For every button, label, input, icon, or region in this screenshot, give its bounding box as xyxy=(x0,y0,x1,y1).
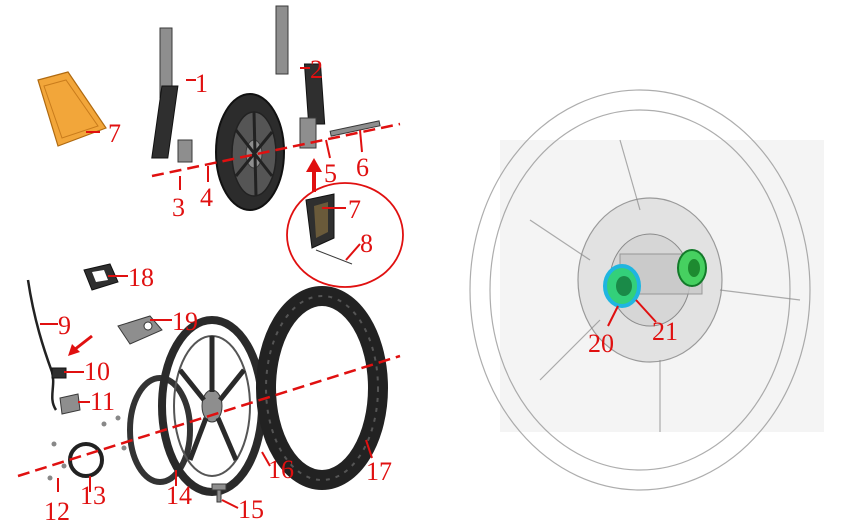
callout-21: 21 xyxy=(652,317,678,346)
callout-8: 8 xyxy=(360,229,373,258)
transparent-wheel-view xyxy=(469,89,824,491)
callout-13: 13 xyxy=(80,481,106,510)
fork-leg-right xyxy=(275,5,326,149)
leader-20 xyxy=(607,305,619,327)
callout-11: 11 xyxy=(90,387,115,416)
callout-2: 2 xyxy=(310,55,323,84)
callout-7-detail: 7 xyxy=(348,195,361,224)
bracket-part xyxy=(117,315,163,345)
reflector-part xyxy=(37,71,107,147)
bearing-21 xyxy=(677,249,707,287)
upper-axle-axis xyxy=(151,122,401,178)
detail-bolt-part xyxy=(315,249,353,265)
detail-bracket-part xyxy=(305,193,335,249)
red-arrow xyxy=(68,334,93,356)
callout-4: 4 xyxy=(200,183,213,212)
detail-circle xyxy=(286,182,404,288)
callout-9: 9 xyxy=(58,311,71,340)
callout-17: 17 xyxy=(366,457,392,486)
callout-12: 12 xyxy=(44,497,70,526)
leader-lines xyxy=(40,67,373,509)
screw-set xyxy=(47,415,127,481)
callout-1: 1 xyxy=(195,69,208,98)
callout-20: 20 xyxy=(588,329,614,358)
valve-part xyxy=(211,483,227,503)
sensor-part xyxy=(59,393,81,415)
lower-axle-axis xyxy=(17,354,401,478)
callout-15: 15 xyxy=(238,495,264,524)
up-arrow xyxy=(306,158,322,192)
rim-part xyxy=(158,316,266,496)
tire-part xyxy=(256,286,388,490)
sensor-housing xyxy=(51,367,67,379)
callout-3: 3 xyxy=(172,193,185,222)
sensor-cable xyxy=(26,279,58,411)
callout-19: 19 xyxy=(172,307,198,336)
callout-6: 6 xyxy=(356,153,369,182)
clip-part xyxy=(83,263,119,291)
callout-14: 14 xyxy=(166,481,192,510)
brake-disc-part xyxy=(127,375,193,485)
callout-5: 5 xyxy=(324,159,337,188)
callout-16: 16 xyxy=(268,455,294,484)
axle-part xyxy=(329,120,381,137)
bearing-20 xyxy=(603,264,641,308)
leader-21 xyxy=(635,299,657,323)
assembled-wheel xyxy=(215,93,285,211)
sensor-ring-part xyxy=(68,442,104,478)
callout-18: 18 xyxy=(128,263,154,292)
callout-10: 10 xyxy=(84,357,110,386)
callout-7-reflector: 7 xyxy=(108,119,121,148)
fork-leg-left xyxy=(151,27,193,163)
